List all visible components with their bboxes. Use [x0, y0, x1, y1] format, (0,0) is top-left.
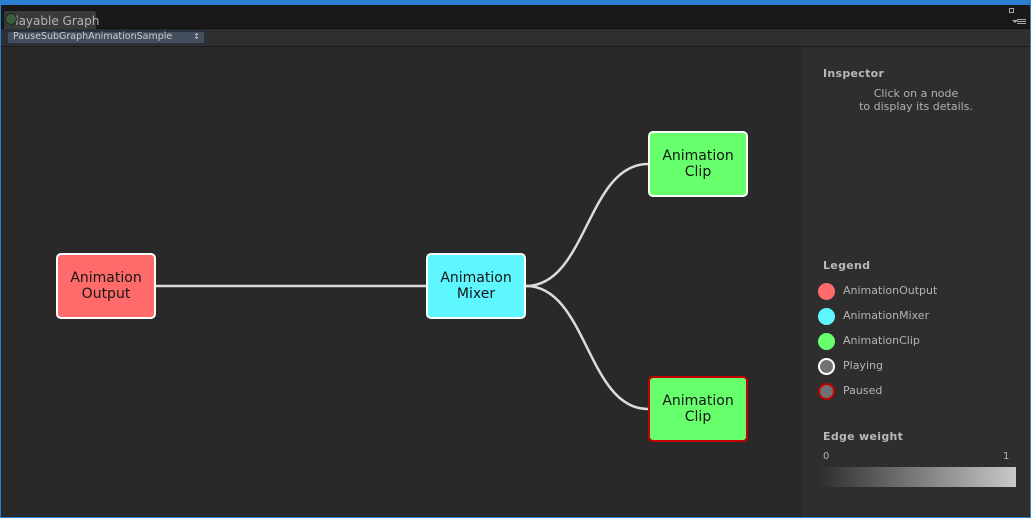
- tab-playable-graph[interactable]: Playable Graph: [3, 10, 100, 29]
- graph-node-clip2[interactable]: Animation Clip: [648, 376, 748, 442]
- toolbar: PauseSubGraphAnimationSample ↕: [1, 29, 1030, 47]
- dropdown-arrows-icon: ↕: [193, 32, 200, 41]
- graph-edges: [156, 162, 649, 411]
- legend-label: AnimationOutput: [843, 284, 938, 297]
- graph-node-label: Animation Clip: [662, 148, 734, 180]
- graph-edge-mixer-clip2: [525, 284, 649, 411]
- legend-label: Playing: [843, 359, 883, 372]
- graph-node-output[interactable]: Animation Output: [56, 253, 156, 319]
- legend-title: Legend: [823, 259, 871, 272]
- graph-selector-dropdown[interactable]: PauseSubGraphAnimationSample ↕: [7, 31, 205, 44]
- inspector-panel: Inspector Click on a node to display its…: [802, 47, 1030, 517]
- legend-swatch-icon: [818, 358, 835, 375]
- window-controls: [1004, 8, 1026, 26]
- context-menu-icon[interactable]: [1012, 18, 1026, 26]
- inspector-hint: Click on a node to display its details.: [859, 87, 973, 113]
- legend-swatch-icon: [818, 308, 835, 325]
- tab-label: Playable Graph: [8, 14, 100, 28]
- edge-weight-gradient: [817, 467, 1016, 487]
- legend-label: Paused: [843, 384, 883, 397]
- legend-swatch-icon: [818, 383, 835, 400]
- graph-node-label: Animation Clip: [662, 393, 734, 425]
- legend-label: AnimationClip: [843, 334, 920, 347]
- legend-swatch-icon: [818, 333, 835, 350]
- graph-selector-value: PauseSubGraphAnimationSample: [13, 31, 173, 42]
- graph-edge-mixer-clip1: [525, 162, 649, 288]
- playable-graph-icon: [5, 13, 17, 25]
- edge-weight-title: Edge weight: [823, 430, 904, 443]
- maximize-icon[interactable]: [1009, 8, 1014, 13]
- graph-node-mixer[interactable]: Animation Mixer: [426, 253, 526, 319]
- edge-weight-max: 1: [1003, 451, 1010, 462]
- graph-node-label: Animation Output: [70, 270, 142, 302]
- legend-label: AnimationMixer: [843, 309, 930, 322]
- graph-node-clip1[interactable]: Animation Clip: [648, 131, 748, 197]
- window-tab-bar: Playable Graph: [1, 5, 1030, 29]
- inspector-title: Inspector: [823, 67, 885, 80]
- graph-node-label: Animation Mixer: [440, 270, 512, 302]
- edge-weight-min: 0: [823, 451, 830, 462]
- legend-swatch-icon: [818, 283, 835, 300]
